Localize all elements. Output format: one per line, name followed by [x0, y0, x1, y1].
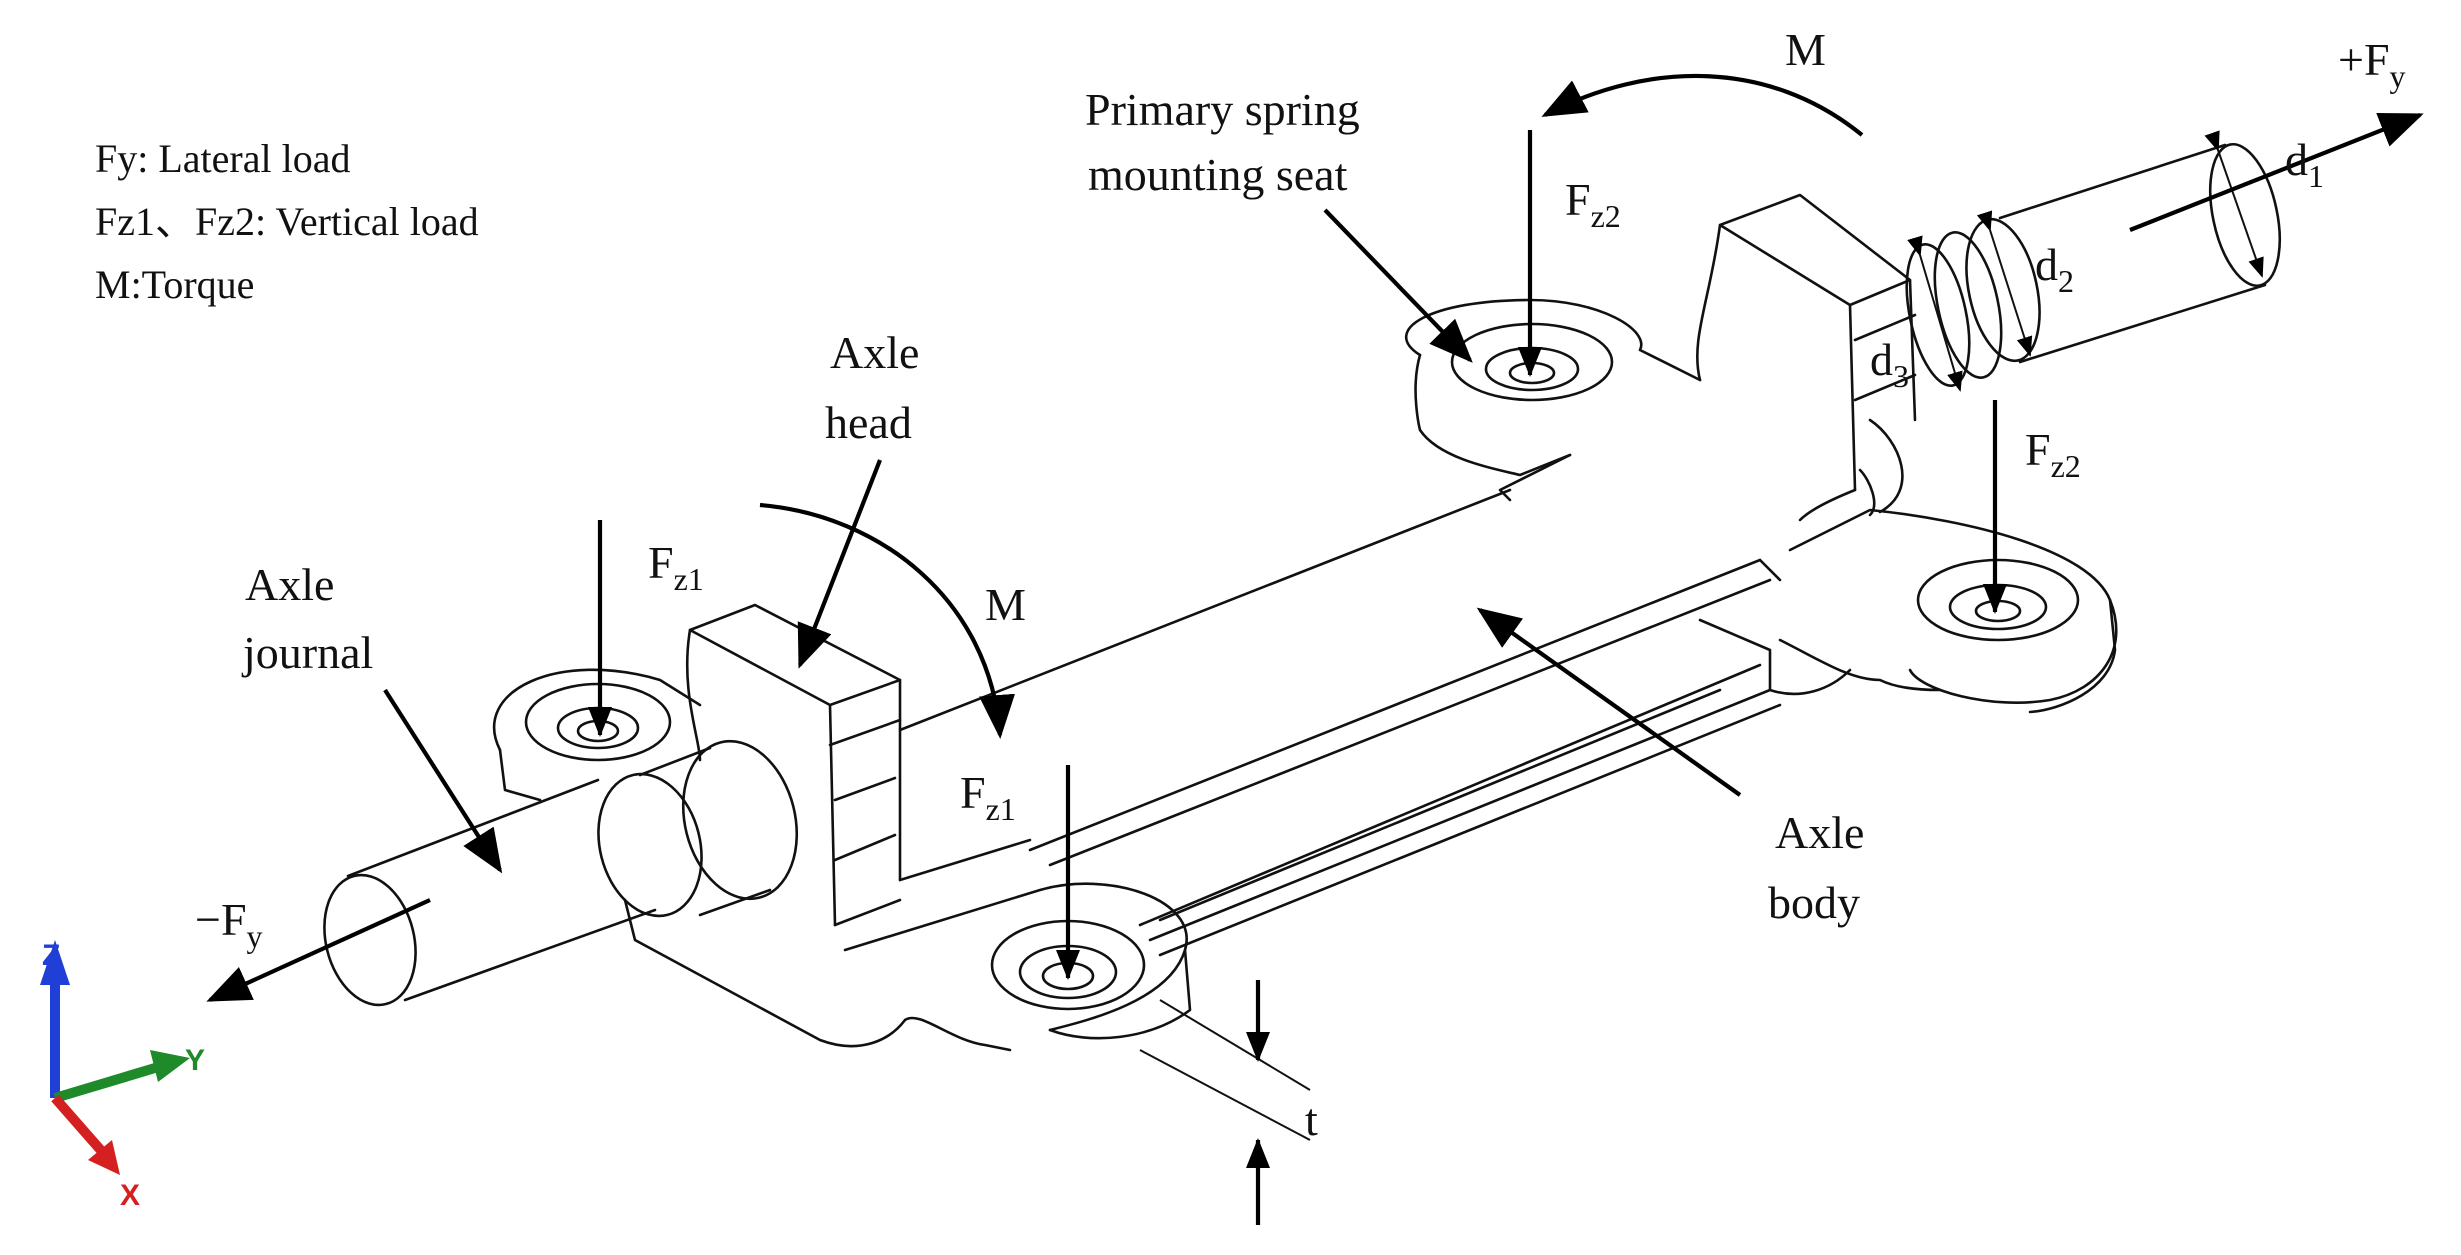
- legend: Fy: Lateral load Fz1、Fz2: Vertical load …: [95, 136, 479, 307]
- left-axle-head: [685, 603, 902, 927]
- minus-fy-arrow: [206, 898, 431, 1002]
- fz2-label-top: Fz2: [1565, 174, 1621, 234]
- moment-label-left: M: [985, 579, 1026, 630]
- dimensions: [1139, 130, 2264, 1225]
- y-axis-head: [150, 1050, 190, 1082]
- axle-head-leader: [797, 459, 882, 669]
- y-axis: [53, 1060, 167, 1103]
- legend-torque: M:Torque: [95, 262, 254, 307]
- primary-spring-label-line1: Primary spring: [1085, 84, 1360, 135]
- z-axis-head: [40, 940, 70, 985]
- axle-body-label-line1: Axle: [1775, 807, 1864, 858]
- d2-dimension-line: [1976, 210, 2033, 357]
- t-extension-lower: [1139, 1049, 1311, 1141]
- d3-dimension-line: [1907, 235, 1963, 392]
- d1-label: d1: [2285, 134, 2324, 194]
- legend-lateral-load: Fy: Lateral load: [95, 136, 350, 181]
- x-axis: [51, 1094, 109, 1159]
- primary-spring-label-line2: mounting seat: [1088, 149, 1348, 200]
- fz1-label-left: Fz1: [648, 537, 704, 597]
- moment-label-top: M: [1785, 24, 1826, 75]
- force-arrows: [206, 73, 2424, 1002]
- thickness-label: t: [1305, 1094, 1318, 1145]
- x-axis-label: X: [120, 1179, 140, 1212]
- axle-body-leader: [1476, 607, 1742, 797]
- t-extension-upper: [1159, 999, 1311, 1091]
- right-mounting-plate: [1405, 298, 2118, 714]
- d2-label: d2: [2035, 239, 2074, 299]
- moment-arrow-top: [1541, 73, 1864, 137]
- axle-body: [898, 488, 1782, 957]
- axle-journal-leader: [383, 688, 503, 874]
- axes-triad: Z Y X: [40, 939, 205, 1212]
- left-axle-journal: [323, 739, 799, 1007]
- fz2-label-right: Fz2: [2025, 424, 2081, 484]
- axle-head-label-line2: head: [825, 397, 912, 448]
- axle-head-label-line1: Axle: [830, 327, 919, 378]
- axle-body-label-line2: body: [1768, 877, 1860, 928]
- moment-arrow-left: [759, 502, 1015, 739]
- legend-vertical-load: Fz1、Fz2: Vertical load: [95, 199, 479, 244]
- x-axis-head: [88, 1140, 120, 1175]
- d3-label: d3: [1870, 334, 1909, 394]
- fz1-label-front: Fz1: [960, 767, 1016, 827]
- force-labels: M M +Fy −Fy Fz2 Fz2 Fz1 Fz1 d1 d2 d3 t: [195, 24, 2406, 1145]
- y-axis-label: Y: [185, 1044, 205, 1077]
- d1-dimension-line: [2204, 130, 2264, 278]
- part-labels: Primary spring mounting seat Axle head A…: [241, 84, 1864, 928]
- axle-journal-label-line1: Axle: [245, 559, 334, 610]
- plus-fy-label: +Fy: [2338, 34, 2406, 94]
- axle-journal-label-line2: journal: [241, 627, 373, 678]
- minus-fy-label: −Fy: [195, 894, 263, 954]
- z-axis-label: Z: [42, 939, 60, 972]
- plus-fy-arrow: [2129, 113, 2424, 232]
- spring-seat-leader: [1323, 208, 1473, 363]
- right-axle-journal: [1905, 142, 2281, 387]
